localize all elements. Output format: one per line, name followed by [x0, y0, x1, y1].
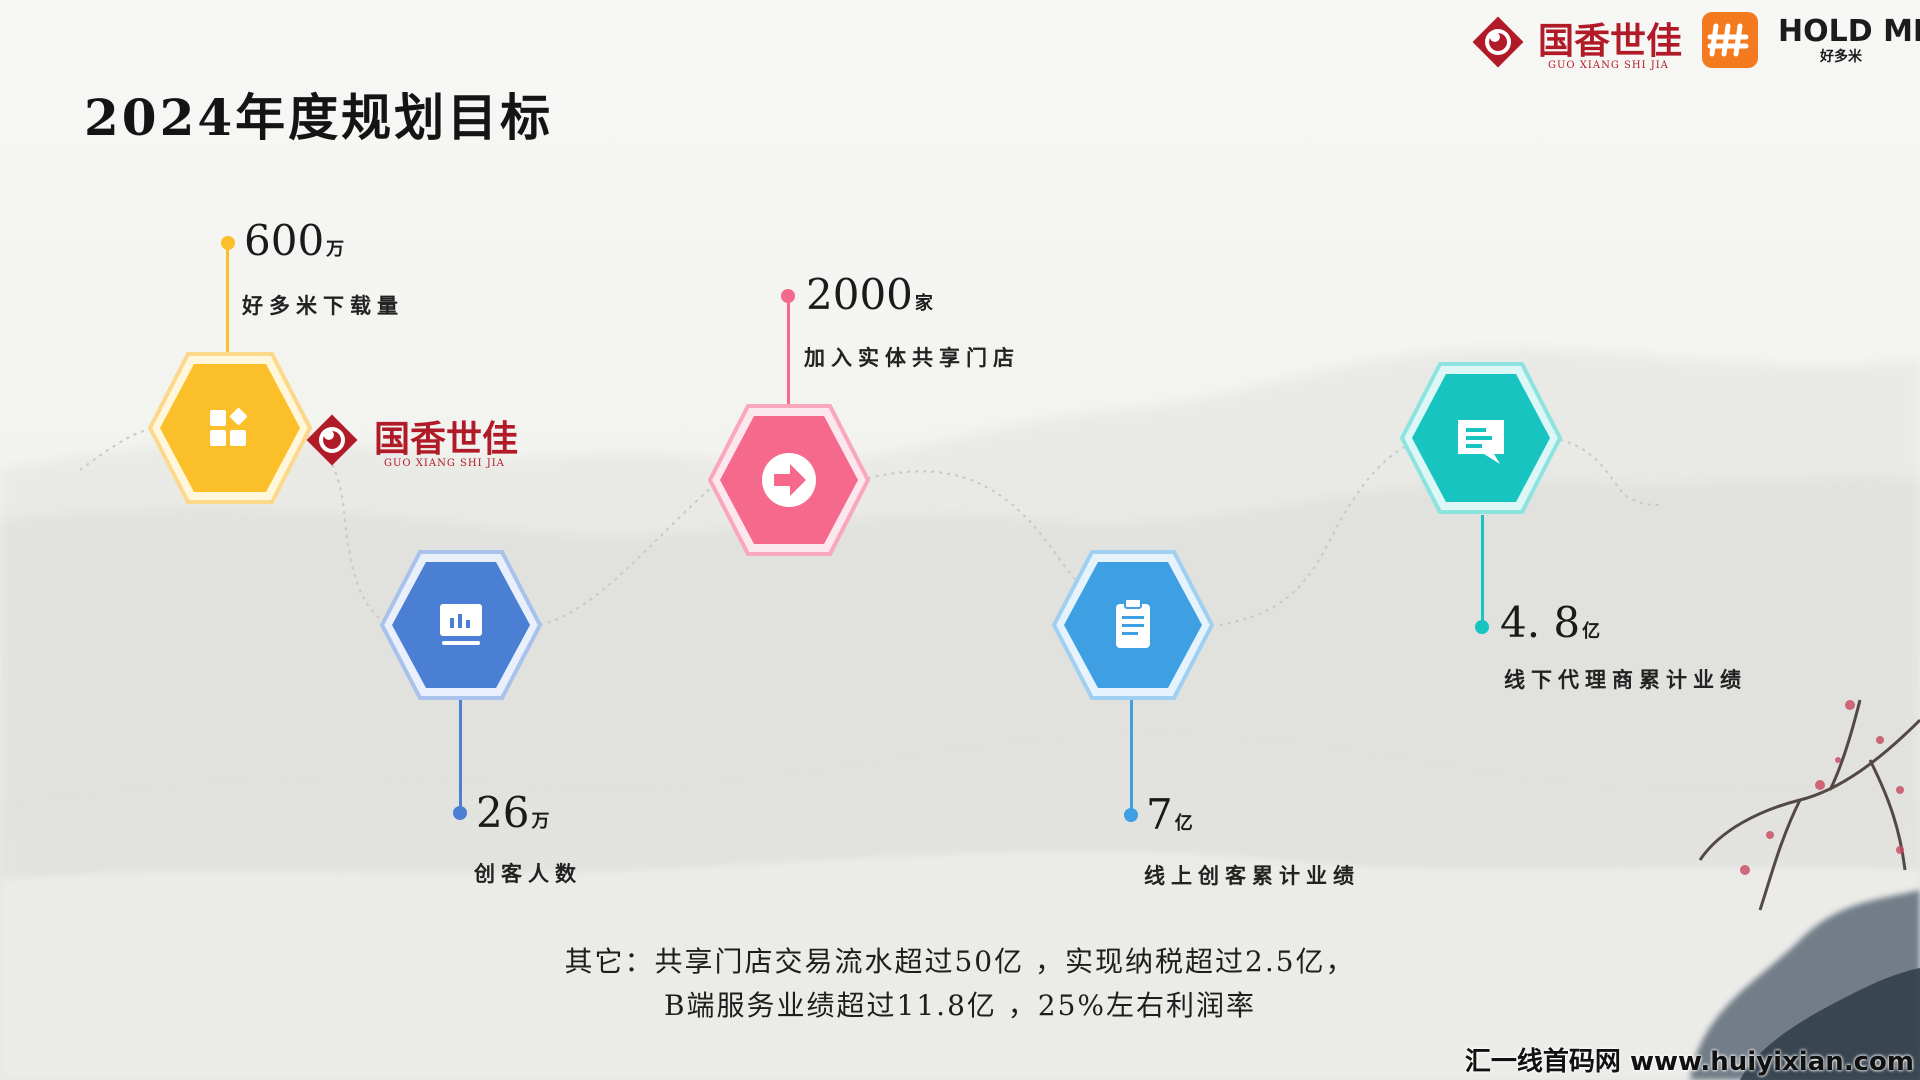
- hexagon-downloads: [146, 350, 314, 506]
- connector-line-makers: [459, 700, 462, 810]
- hexagon-offline: [1398, 360, 1564, 516]
- clipboard-icon: [1116, 598, 1150, 648]
- marker-dot-downloads: [221, 236, 235, 250]
- metric-label-online: 线上创客累计业绩: [1144, 864, 1360, 888]
- marker-dot-makers: [453, 806, 467, 820]
- arrow-right-circle-icon: [762, 453, 816, 507]
- connector-line-downloads: [226, 243, 229, 353]
- chat-message-icon: [1458, 420, 1504, 464]
- marker-dot-stores: [781, 289, 795, 303]
- guoxiang-seal-icon: [1472, 16, 1524, 68]
- hexagon-stores: [706, 402, 872, 558]
- guoxiang-en-text: GUO XIANG SHI JIA: [1548, 60, 1669, 71]
- hexagon-makers: [378, 548, 544, 702]
- watermark-text: 汇一线首码网 www.huiyixian.com: [1464, 1047, 1914, 1077]
- hexagon-online: [1050, 548, 1216, 702]
- page-title: 2024年度规划目标: [84, 88, 554, 147]
- metric-label-makers: 创客人数: [474, 862, 582, 886]
- marker-dot-offline: [1475, 620, 1489, 634]
- connector-line-offline: [1481, 515, 1484, 627]
- holdme-en-text: HOLD ME: [1778, 14, 1920, 49]
- holdme-app-icon: [1702, 12, 1758, 68]
- guoxiang-inline-cn-text: 国香世佳: [374, 419, 519, 460]
- marker-dot-online: [1124, 808, 1138, 822]
- metric-label-downloads: 好多米下载量: [242, 294, 404, 318]
- summary-line-1: 其它：共享门店交易流水超过50亿 ，实现纳税超过2.5亿，: [564, 945, 1356, 978]
- summary-line-2: B端服务业绩超过11.8亿 ，25%左右利润率: [663, 989, 1257, 1022]
- guoxiang-cn-text: 国香世佳: [1538, 21, 1683, 62]
- connector-line-stores: [787, 296, 790, 406]
- metric-label-stores: 加入实体共享门店: [804, 346, 1020, 370]
- holdme-cn-text: 好多米: [1820, 49, 1862, 65]
- connector-line-online: [1130, 700, 1133, 812]
- metric-label-offline: 线下代理商累计业绩: [1504, 668, 1747, 692]
- plum-branch-decoration: [1698, 699, 1920, 911]
- guoxiang-seal-icon: [306, 414, 358, 466]
- guoxiang-inline-en-text: GUO XIANG SHI JIA: [384, 458, 505, 469]
- chart-board-icon: [440, 604, 482, 645]
- grid-apps-icon: [210, 408, 247, 446]
- summary-text: 其它：共享门店交易流水超过50亿 ，实现纳税超过2.5亿， B端服务业绩超过11…: [0, 940, 1920, 1028]
